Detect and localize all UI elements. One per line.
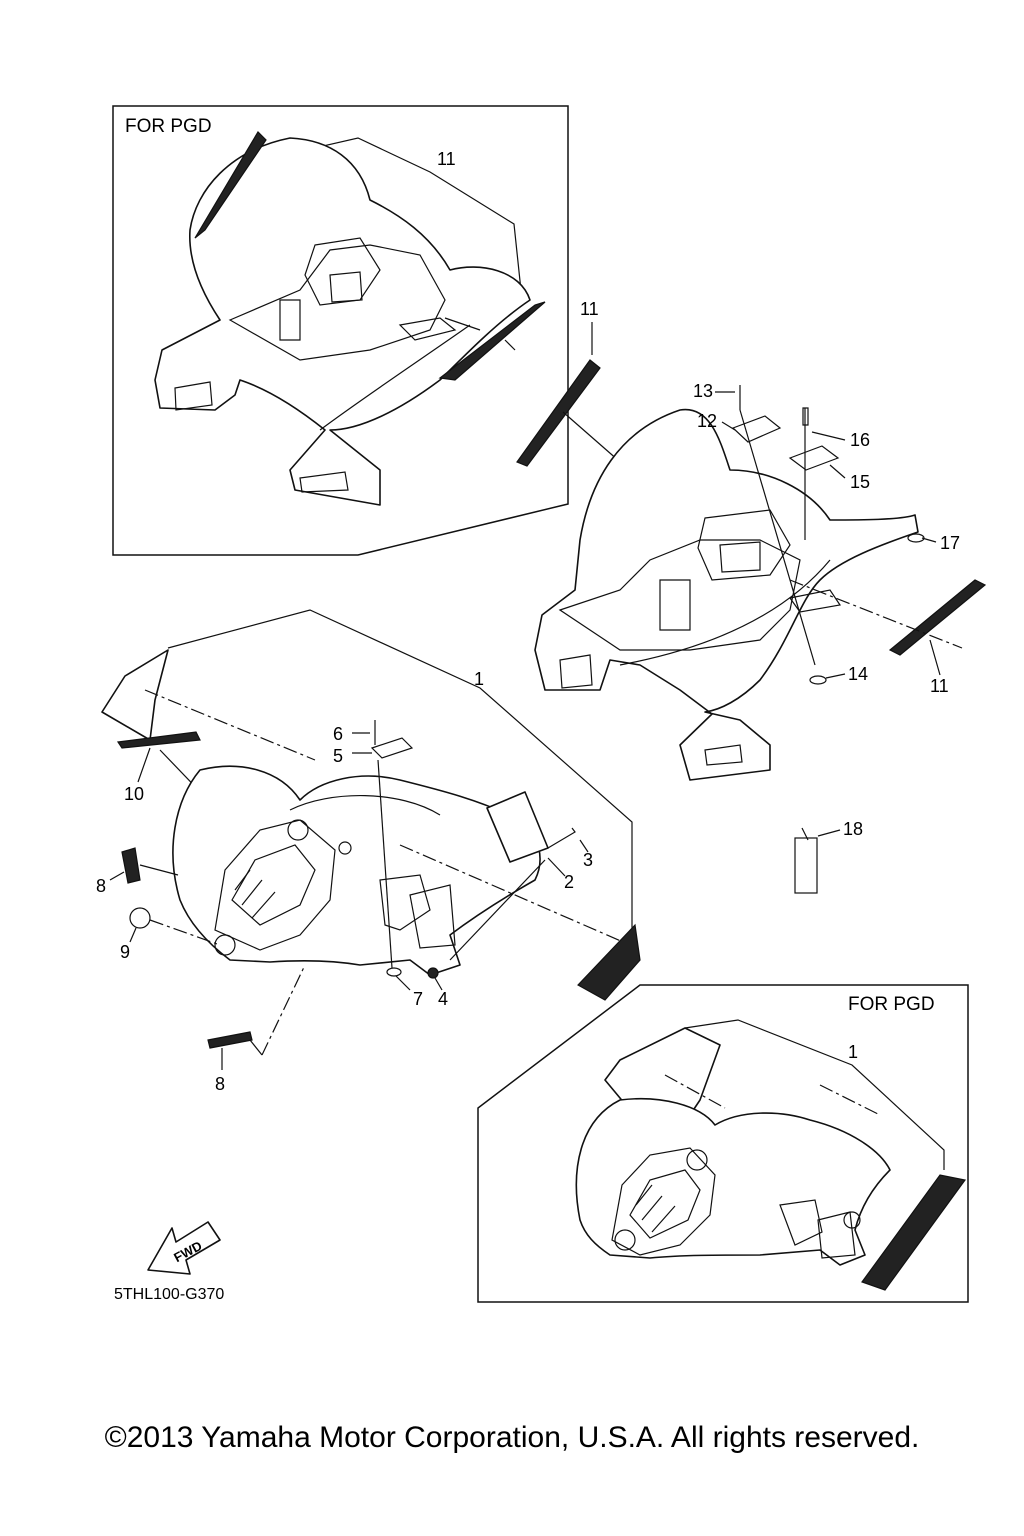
decal-front-right-pgd — [861, 1174, 967, 1291]
leader-1 — [167, 609, 633, 945]
rear-fender — [534, 408, 919, 781]
callout-16: 16 — [850, 430, 870, 450]
reflector-9 — [129, 907, 151, 929]
callout-2: 2 — [564, 872, 574, 892]
inset-top-label: FOR PGD — [125, 116, 212, 137]
callout-14: 14 — [848, 664, 868, 684]
label-tag-18: 18 — [794, 819, 863, 894]
plate-5 — [370, 737, 414, 759]
decal-8-upper — [121, 847, 141, 884]
callout-13: 13 — [693, 381, 713, 401]
callout-6: 6 — [333, 724, 343, 744]
front-fender-pgd — [575, 1097, 891, 1266]
callout-4: 4 — [438, 989, 448, 1009]
decal-sheet-top — [101, 649, 169, 741]
callout-11-inset: 11 — [437, 149, 456, 169]
callout-5: 5 — [333, 746, 343, 766]
inset-top-rear-fender-pgd: FOR PGD 11 — [112, 105, 569, 556]
front-fender-assembly: 1 10 3 2 6 5 — [96, 609, 641, 1094]
callout-9: 9 — [120, 942, 130, 962]
callout-1: 1 — [474, 669, 484, 689]
callout-7: 7 — [413, 989, 423, 1009]
callout-11-top: 11 — [580, 299, 599, 319]
callout-12: 12 — [697, 411, 717, 431]
rear-fender-assembly: 11 11 13 12 16 15 — [516, 299, 987, 781]
callout-11-right: 11 — [930, 676, 949, 696]
decal-10 — [116, 731, 201, 749]
callout-8-lower: 8 — [215, 1074, 225, 1094]
drawing-code: 5THL100-G370 — [114, 1286, 224, 1303]
front-fender — [172, 765, 541, 976]
callout-15: 15 — [850, 472, 870, 492]
rear-fender-pgd — [154, 137, 531, 506]
callout-1-inset: 1 — [848, 1042, 858, 1062]
decal-11-rear-right — [888, 579, 987, 656]
decal-8-lower — [207, 1031, 253, 1049]
decal-11-inset-left — [194, 131, 267, 239]
callout-8-upper: 8 — [96, 876, 106, 896]
callout-3: 3 — [583, 850, 593, 870]
decal-front-right — [577, 923, 641, 1001]
inset-bottom-front-fender-pgd: FOR PGD 1 — [477, 984, 969, 1303]
plate-12 — [731, 415, 782, 443]
copyright-notice: ©2013 Yamaha Motor Corporation, U.S.A. A… — [104, 1421, 920, 1454]
callout-10: 10 — [124, 784, 144, 804]
plate-15 — [788, 445, 840, 471]
inset-top-frame — [112, 105, 569, 556]
decal-11-inset-right — [438, 301, 546, 381]
inset-bottom-frame — [477, 984, 969, 1303]
inset-bottom-label: FOR PGD — [848, 994, 935, 1015]
callout-17: 17 — [940, 533, 960, 553]
fwd-arrow-icon: FWD — [147, 1221, 221, 1275]
decal-11-rear-left — [516, 359, 601, 467]
callout-18: 18 — [843, 819, 863, 839]
